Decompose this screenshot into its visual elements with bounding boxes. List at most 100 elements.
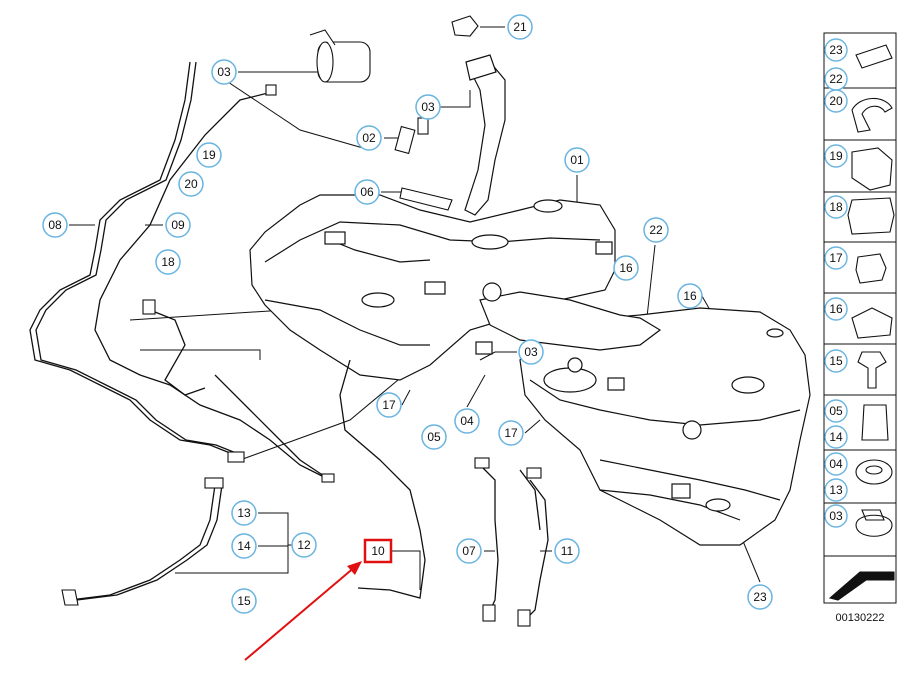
legend-item-15-label: 15 <box>829 354 843 368</box>
callout-10-label: 10 <box>371 544 385 558</box>
callout-06-label: 06 <box>360 185 374 199</box>
legend-item-05[interactable]: 05 <box>824 399 848 423</box>
callout-02[interactable]: 02 <box>356 125 382 151</box>
callout-17-a[interactable]: 17 <box>376 392 402 418</box>
callout-02-label: 02 <box>362 131 376 145</box>
callout-16-a[interactable]: 16 <box>613 255 639 281</box>
legend-item-20[interactable]: 20 <box>824 89 848 113</box>
multi-line-clip-icon <box>851 147 893 191</box>
callout-19[interactable]: 19 <box>196 142 222 168</box>
legend-item-23[interactable]: 23 <box>824 38 848 62</box>
callout-14-label: 14 <box>237 539 251 553</box>
callout-08-label: 08 <box>48 218 62 232</box>
callout-03-mid-label: 03 <box>524 345 538 359</box>
legend-item-03-label: 03 <box>829 509 843 523</box>
fuel-lines <box>29 61 549 621</box>
callout-01-label: 01 <box>570 153 584 167</box>
callout-13[interactable]: 13 <box>231 500 257 526</box>
legend-item-19-label: 19 <box>829 149 843 163</box>
legend-item-13-label: 13 <box>829 483 843 497</box>
callout-03-mid[interactable]: 03 <box>518 339 544 365</box>
callout-09[interactable]: 09 <box>165 212 191 238</box>
sealing-strip-icon <box>855 44 893 69</box>
orientation-arrow-icon <box>828 571 895 601</box>
callout-11-label: 11 <box>561 544 574 558</box>
callout-08[interactable]: 08 <box>42 212 68 238</box>
callout-23[interactable]: 23 <box>747 584 773 610</box>
callout-12[interactable]: 12 <box>291 532 317 558</box>
callout-03-top-left-label: 03 <box>217 65 231 79</box>
legend-item-04[interactable]: 04 <box>824 452 848 476</box>
grommet-hole-icon <box>865 465 883 475</box>
callout-11[interactable]: 11 <box>554 538 580 564</box>
callout-13-label: 13 <box>237 506 251 520</box>
hose-clip-icon <box>851 97 893 133</box>
callout-16-a-label: 16 <box>619 261 633 275</box>
callout-07[interactable]: 07 <box>456 538 482 564</box>
legend-item-14-label: 14 <box>829 430 843 444</box>
legend-item-16[interactable]: 16 <box>824 297 848 321</box>
callout-03-top-mid-label: 03 <box>421 100 435 114</box>
callout-21[interactable]: 21 <box>507 14 533 40</box>
callout-19-label: 19 <box>202 148 216 162</box>
callout-18-label: 18 <box>161 255 175 269</box>
fuel-tank <box>249 54 811 546</box>
callout-22[interactable]: 22 <box>643 217 669 243</box>
legend-item-14[interactable]: 14 <box>824 425 848 449</box>
callout-12-label: 12 <box>297 538 311 552</box>
legend-item-05-label: 05 <box>829 404 843 418</box>
callout-18[interactable]: 18 <box>155 249 181 275</box>
diagram-part-number: 00130222 <box>836 612 885 624</box>
callout-09-label: 09 <box>171 218 185 232</box>
highlight-arrow <box>244 561 362 661</box>
callout-01[interactable]: 01 <box>564 147 590 173</box>
legend-item-17[interactable]: 17 <box>824 246 848 270</box>
rubber-mount-icon <box>855 253 887 284</box>
legend-panel: 23 22 20 19 18 17 16 15 <box>823 32 897 624</box>
callout-23-label: 23 <box>753 590 767 604</box>
callout-10-highlight-box <box>363 538 393 564</box>
callout-03-top-mid[interactable]: 03 <box>415 94 441 120</box>
hose-clamp-icon <box>855 509 893 537</box>
callout-20[interactable]: 20 <box>178 171 204 197</box>
callout-20-label: 20 <box>184 177 198 191</box>
legend-item-22[interactable]: 22 <box>824 67 848 91</box>
callout-10[interactable]: 10 <box>363 538 393 564</box>
callout-15[interactable]: 15 <box>231 588 257 614</box>
callout-05[interactable]: 05 <box>421 424 447 450</box>
callout-04-label: 04 <box>460 414 474 428</box>
legend-item-03[interactable]: 03 <box>824 504 848 528</box>
legend-item-04-label: 04 <box>829 457 843 471</box>
small-parts <box>61 15 542 627</box>
callout-17-a-label: 17 <box>382 398 396 412</box>
callout-22-label: 22 <box>649 223 663 237</box>
legend-item-17-label: 17 <box>829 251 843 265</box>
triple-line-clip-icon <box>847 197 895 235</box>
legend-item-19[interactable]: 19 <box>824 144 848 168</box>
legend-item-20-label: 20 <box>829 94 843 108</box>
callout-06[interactable]: 06 <box>354 179 380 205</box>
callout-15-label: 15 <box>237 594 251 608</box>
callout-05-label: 05 <box>427 430 441 444</box>
legend-item-15[interactable]: 15 <box>824 349 848 373</box>
callout-16-b-label: 16 <box>683 289 697 303</box>
legend-item-13[interactable]: 13 <box>824 478 848 502</box>
callout-17-b[interactable]: 17 <box>498 420 524 446</box>
callout-07-label: 07 <box>462 544 476 558</box>
legend-item-18[interactable]: 18 <box>824 195 848 219</box>
legend-item-18-label: 18 <box>829 200 843 214</box>
callout-21-label: 21 <box>513 20 527 34</box>
legend-item-23-label: 23 <box>829 43 843 57</box>
callout-17-b-label: 17 <box>504 426 518 440</box>
callout-03-top-left[interactable]: 03 <box>211 59 237 85</box>
legend-item-16-label: 16 <box>829 302 843 316</box>
legend-item-22-label: 22 <box>829 72 843 86</box>
spacer-sleeve-icon <box>861 404 889 441</box>
rubber-mount-icon <box>851 307 893 339</box>
hex-bolt-icon <box>857 351 887 389</box>
callout-16-b[interactable]: 16 <box>677 283 703 309</box>
callout-04[interactable]: 04 <box>454 408 480 434</box>
callout-14[interactable]: 14 <box>231 533 257 559</box>
